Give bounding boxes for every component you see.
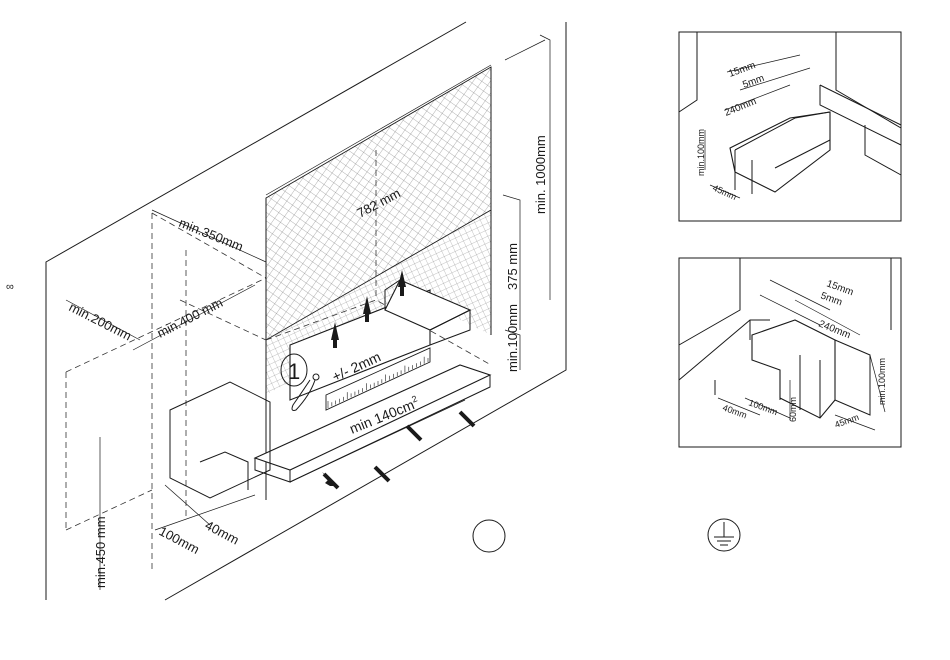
- detail-bottom-100mm: min.100mm: [877, 358, 887, 405]
- detail-top-5mm: 5mm: [741, 73, 766, 91]
- detail-top-100mm: min.100mm: [696, 129, 706, 176]
- dim-min-450: min.450 mm: [93, 516, 108, 588]
- dim-375: 375 mm: [505, 243, 520, 290]
- detail-bottom-45mm: 45mm: [833, 412, 860, 430]
- dim-min-100: min.100mm: [505, 304, 520, 372]
- detail-top-panel: 15mm 5mm 240mm min.100mm 45mm: [679, 32, 901, 221]
- dim-min-200: min.200mm: [67, 299, 134, 343]
- detail-bottom-panel: 15mm 5mm 240mm min.100mm 45mm 40mm 100mm…: [679, 258, 901, 447]
- page-mark: ∞: [6, 281, 14, 293]
- detail-top-240mm: 240mm: [723, 96, 758, 119]
- dim-min-400: min.400 mm: [155, 295, 226, 341]
- dim-min-1000: min. 1000mm: [533, 135, 548, 214]
- callout-number: 1: [288, 359, 300, 384]
- dim-min-350: min.350mm: [177, 215, 246, 254]
- detail-bottom-60mm: 60mm: [788, 397, 798, 422]
- dim-40: 40mm: [203, 517, 242, 547]
- dim-100: 100mm: [157, 523, 202, 557]
- empty-circle-icon: [473, 520, 505, 552]
- detail-bottom-100mm-b: 100mm: [747, 397, 779, 417]
- main-drawing: 1 min.350mm min.400 mm min.200mm 782 mm …: [46, 22, 566, 600]
- detail-top-45mm: 45mm: [711, 183, 738, 202]
- ground-symbol-icon: [708, 519, 740, 551]
- detail-bottom-40mm: 40mm: [721, 402, 748, 420]
